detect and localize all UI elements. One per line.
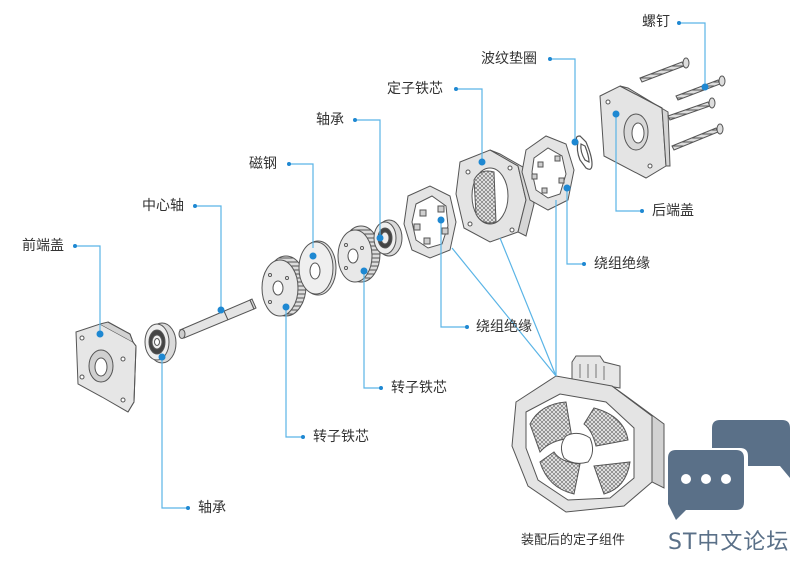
- dot-washer-label: [548, 57, 552, 61]
- leader-shaft: [195, 205, 222, 310]
- leader-stator-core: [456, 88, 483, 162]
- magnet-part: [298, 240, 337, 296]
- dot-winding-center-part: [437, 216, 445, 224]
- dot-rotor-right-label: [379, 386, 383, 390]
- dot-washer-part: [571, 138, 579, 146]
- dot-magnet-part: [309, 252, 317, 260]
- winding-insulation-center-part: [403, 185, 457, 259]
- label-winding-insulation-right: 绕组绝缘: [594, 256, 650, 272]
- leader-rotor-left: [285, 307, 303, 438]
- dot-stator-label: [454, 87, 458, 91]
- label-winding-insulation-center: 绕组绝缘: [476, 319, 532, 335]
- stator-core-part: [455, 149, 535, 243]
- label-front-cover: 前端盖: [22, 238, 64, 254]
- chat-bubbles-icon: [668, 420, 790, 520]
- label-magnet: 磁钢: [249, 156, 277, 172]
- dot-shaft-label: [193, 204, 197, 208]
- leader-wave-washer: [550, 58, 576, 142]
- screws-part: [639, 57, 726, 151]
- dot-front-cover-label: [73, 244, 77, 248]
- leader-bearing-bottom: [161, 357, 188, 509]
- dot-bearing-bottom-part: [158, 353, 166, 361]
- front-cover-part: [75, 321, 137, 413]
- label-rotor-core-right: 转子铁芯: [391, 380, 447, 396]
- label-screws: 螺钉: [642, 14, 670, 30]
- dot-winding-right-label: [582, 262, 586, 266]
- label-shaft: 中心轴: [142, 198, 184, 214]
- dot-stator-part: [478, 158, 486, 166]
- leader-rotor-right: [363, 271, 381, 389]
- bearing-bottom-part: [144, 322, 177, 364]
- leader-winding-right: [566, 188, 584, 265]
- winding-insulation-right-part: [521, 135, 575, 211]
- dot-front-cover-part: [96, 330, 104, 338]
- dot-bearing-top-part: [376, 234, 384, 242]
- dot-bearing-bottom-label: [186, 506, 190, 510]
- rotor-core-right-part: [337, 225, 381, 283]
- dot-rotor-right-part: [360, 267, 368, 275]
- leader-rear-cover: [615, 114, 642, 212]
- dot-screws-part: [701, 83, 709, 91]
- dot-winding-right-part: [563, 184, 571, 192]
- bearing-top-part: [373, 219, 403, 257]
- leader-converge-1: [451, 247, 557, 377]
- label-stator-core: 定子铁芯: [387, 81, 443, 97]
- label-bearing-bottom: 轴承: [198, 500, 226, 516]
- shaft-part: [178, 298, 257, 339]
- leader-converge-2: [499, 237, 557, 377]
- dot-rear-cover-part: [612, 110, 620, 118]
- dot-rotor-left-label: [301, 435, 305, 439]
- dot-magnet-label: [287, 162, 291, 166]
- leader-bearing-top: [355, 119, 381, 238]
- assembled-caption: 装配后的定子组件: [521, 533, 626, 548]
- label-bearing-top: 轴承: [316, 112, 344, 128]
- label-wave-washer: 波纹垫圈: [481, 51, 537, 67]
- watermark-text: ST中文论坛: [668, 530, 790, 555]
- dot-shaft-part: [217, 306, 225, 314]
- leader-winding-center: [440, 220, 467, 328]
- dot-screws-label: [677, 21, 681, 25]
- dot-rotor-left-part: [282, 303, 290, 311]
- wave-washer-part: [575, 135, 593, 170]
- leader-front-cover: [75, 245, 101, 334]
- dot-winding-center-label: [465, 325, 469, 329]
- leader-screws: [679, 22, 706, 87]
- dot-rear-cover-label: [640, 209, 644, 213]
- dot-bearing-top-label: [353, 118, 357, 122]
- leader-magnet: [289, 163, 314, 248]
- leader-lines: [75, 22, 706, 509]
- label-rear-cover: 后端盖: [652, 203, 694, 219]
- anchor-dots: [73, 21, 709, 510]
- rear-cover-part: [599, 85, 671, 179]
- assembled-stator-part: [511, 355, 665, 513]
- label-rotor-core-left: 转子铁芯: [313, 429, 369, 445]
